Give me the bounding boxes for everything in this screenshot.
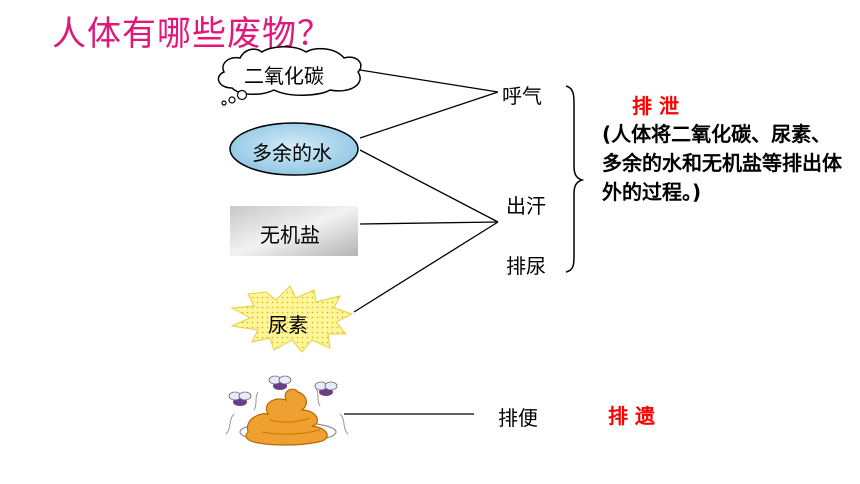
label-breath: 呼气 [502, 84, 542, 108]
excretion-description: (人体将二氧化碳、尿素、多余的水和无机盐等排出体外的过程。) [602, 122, 842, 204]
label-co2: 二氧化碳 [244, 64, 324, 88]
cloud-icon [217, 46, 362, 106]
fly-icon [314, 381, 338, 396]
label-salt: 无机盐 [260, 223, 320, 247]
feces-icon [225, 387, 349, 446]
label-urea: 尿素 [268, 313, 308, 337]
brace-icon [565, 85, 585, 273]
fly-icon [268, 375, 292, 390]
connector-lines [344, 69, 499, 415]
water-blob-icon [229, 122, 359, 176]
label-sweat: 出汗 [506, 194, 546, 218]
term-egestion: 排 遗 [608, 404, 655, 428]
starburst-icon [230, 285, 354, 353]
label-water: 多余的水 [252, 141, 332, 165]
label-feces: 排便 [498, 406, 538, 430]
rock-icon [230, 206, 358, 256]
label-urine: 排尿 [506, 254, 546, 278]
term-excretion: 排 泄 [632, 94, 679, 118]
fly-icon [228, 391, 252, 406]
